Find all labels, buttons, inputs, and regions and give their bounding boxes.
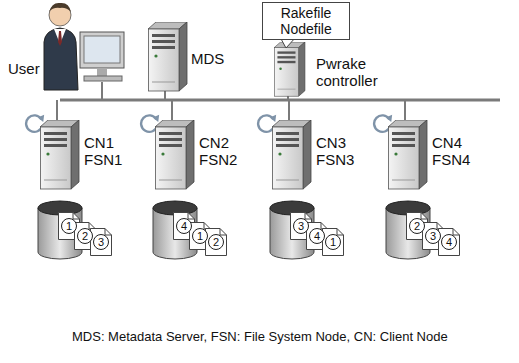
server-label: Pwrake controller — [316, 55, 390, 90]
callout-number: 1 — [61, 218, 77, 234]
node-label: CN4 FSN4 — [432, 134, 476, 169]
callout-number: 3 — [293, 218, 309, 234]
callout-number: 2 — [208, 234, 224, 250]
callout-text: Rakefile Nodefile — [267, 5, 345, 37]
callout-number: 2 — [409, 218, 425, 234]
callout-number: 4 — [441, 234, 457, 250]
user-label: User — [8, 60, 40, 77]
server-label: MDS — [191, 50, 224, 67]
node-label: CN1 FSN1 — [84, 134, 128, 169]
callout-box: Rakefile Nodefile — [262, 2, 350, 40]
callout-number: 1 — [192, 228, 208, 244]
node-label: CN3 FSN3 — [316, 134, 360, 169]
callout-number: 3 — [425, 228, 441, 244]
callout-number: 4 — [309, 228, 325, 244]
callout-number: 4 — [176, 218, 192, 234]
caption: MDS: Metadata Server, FSN: File System N… — [72, 330, 448, 345]
node-label: CN2 FSN2 — [199, 134, 243, 169]
callout-number: 2 — [77, 228, 93, 244]
callout-number: 1 — [325, 234, 341, 250]
callout-number: 3 — [93, 234, 109, 250]
